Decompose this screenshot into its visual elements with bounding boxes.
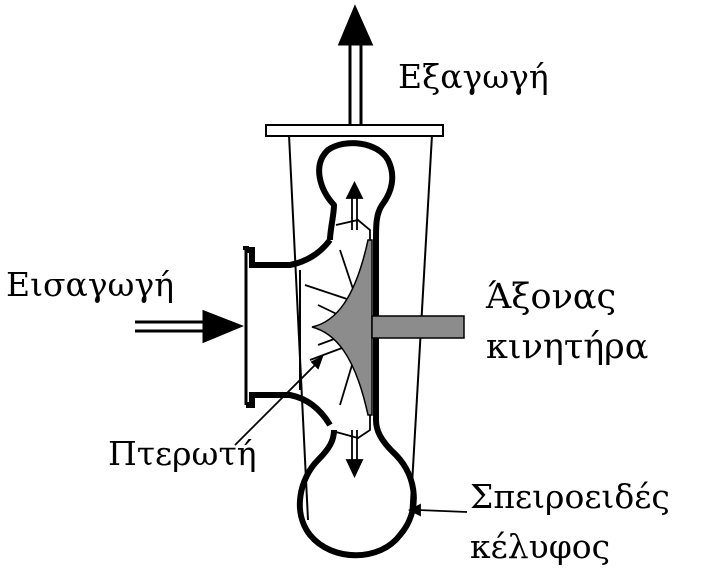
impeller-hub bbox=[311, 239, 373, 416]
outlet-arrow bbox=[337, 4, 374, 125]
volute-shell bbox=[296, 140, 417, 559]
leader-lines bbox=[234, 355, 468, 517]
outlet-label: Εξαγωγή bbox=[398, 57, 549, 96]
inlet-housing bbox=[243, 238, 333, 427]
impeller-label: Πτερωτή bbox=[108, 434, 257, 473]
top-plate bbox=[265, 124, 444, 137]
shaft-label-line2: κινητήρα bbox=[486, 327, 649, 367]
motor-shaft bbox=[371, 315, 465, 339]
flow-arrow-down bbox=[345, 430, 364, 479]
volute-label-line1: Σπειροειδές bbox=[470, 477, 670, 516]
shaft-label-line1: Άξονας bbox=[486, 277, 617, 317]
flow-arrow-up bbox=[345, 180, 364, 230]
volute-label-line2: κέλυφος bbox=[470, 527, 611, 566]
inlet-arrow bbox=[135, 309, 245, 344]
inlet-label: Εισαγωγή bbox=[6, 265, 174, 304]
